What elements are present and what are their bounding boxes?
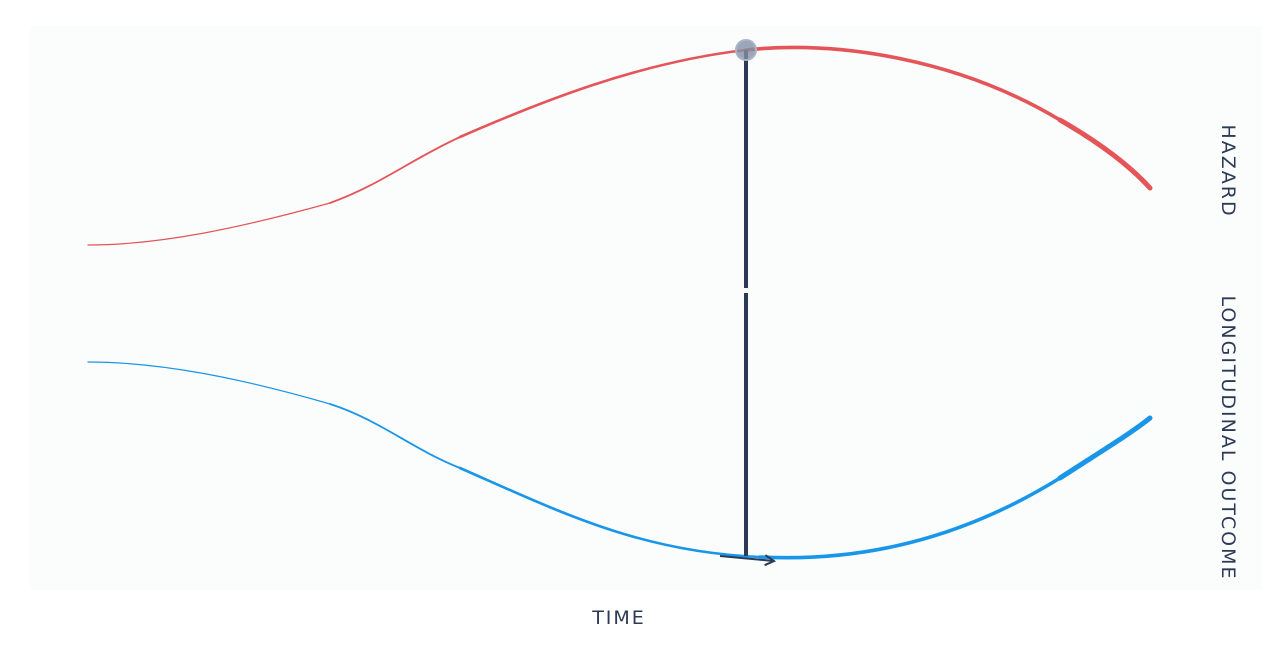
longitudinal-outcome-curve [87,361,1153,560]
current-time-marker [735,39,757,61]
hazard-axis-label: HAZARD [1217,124,1239,217]
time-connector [719,50,774,561]
x-axis-label: TIME [591,607,646,629]
outcome-axis-label: LONGITUDINAL OUTCOME [1217,296,1239,581]
hazard-curve [87,45,1153,246]
arrow-right-icon [719,556,774,561]
